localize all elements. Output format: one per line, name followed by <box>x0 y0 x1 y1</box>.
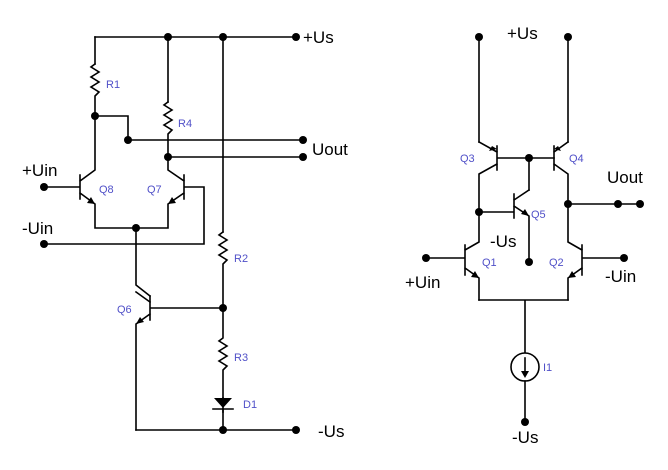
label-pos-supply: +Us <box>303 28 334 47</box>
component-label: Q6 <box>117 304 132 316</box>
q4-arrow <box>554 146 561 151</box>
junction <box>525 154 533 162</box>
q7-arrow <box>168 197 176 204</box>
resistor-r4 <box>162 100 174 158</box>
terminal-output <box>299 153 307 161</box>
junction <box>564 200 572 208</box>
component-label: R1 <box>106 79 120 91</box>
terminal-output <box>299 136 307 144</box>
label-pos-supply: +Us <box>507 24 538 43</box>
label-output: Uout <box>312 140 348 159</box>
resistor-r3 <box>217 307 229 399</box>
component-label: R2 <box>234 253 248 265</box>
junction <box>124 136 132 144</box>
junction <box>219 426 227 434</box>
q8-arrow <box>87 197 95 204</box>
resistor-r1 <box>89 62 101 117</box>
transistor-q8 <box>43 115 137 229</box>
resistor-r2 <box>217 230 229 309</box>
junction <box>164 153 172 161</box>
label-neg-supply: -Us <box>318 422 344 441</box>
current-source-arrowhead <box>521 371 529 378</box>
transistor-q4 <box>552 140 570 205</box>
transistor-q6 <box>135 295 224 431</box>
label-neg-input: -Uin <box>22 219 53 238</box>
q5-arrow <box>521 209 529 216</box>
terminal-neg-supply-mid <box>525 258 533 266</box>
transistor-q1 <box>425 211 480 301</box>
q3-arrow <box>489 146 497 151</box>
transistor-q2 <box>567 203 625 301</box>
terminal-neg-supply <box>292 426 300 434</box>
junction <box>219 33 227 41</box>
component-label: R3 <box>234 352 248 364</box>
terminal-neg-input <box>620 254 628 262</box>
terminal-pos-supply <box>475 33 483 41</box>
component-label: Q4 <box>569 153 584 165</box>
q1-arrow <box>471 271 479 278</box>
right-circuit: +Us Uout -Us +Uin -Uin -Us Q3 Q4 Q5 Q1 Q… <box>405 24 644 447</box>
component-label: D1 <box>243 399 257 411</box>
terminal-output <box>614 200 622 208</box>
wire <box>478 299 569 353</box>
left-circuit: +Us Uout +Uin -Uin -Us R1 R4 Q8 Q7 R2 Q6… <box>22 28 348 441</box>
transistor-q3 <box>477 140 555 213</box>
component-label: Q5 <box>531 209 546 221</box>
component-label: Q2 <box>549 257 564 269</box>
component-label: Q1 <box>482 257 497 269</box>
wire <box>135 227 152 298</box>
wire <box>94 115 304 141</box>
junction <box>132 224 140 232</box>
terminal-pos-input <box>422 254 430 262</box>
label-neg-supply: -Us <box>512 428 538 447</box>
junction <box>91 112 99 120</box>
terminal-neg-supply-bottom <box>521 418 529 426</box>
label-pos-input: +Uin <box>22 161 57 180</box>
terminal-neg-input <box>40 240 48 248</box>
label-neg-input: -Uin <box>605 267 636 286</box>
component-label: I1 <box>543 362 552 374</box>
transistor-q7 <box>43 156 205 245</box>
q2-arrow <box>568 271 576 278</box>
component-label: Q3 <box>460 153 475 165</box>
terminal-output <box>636 200 644 208</box>
terminal-pos-supply <box>292 33 300 41</box>
terminal-pos-input <box>40 183 48 191</box>
label-pos-input: +Uin <box>405 273 440 292</box>
terminal-pos-supply <box>564 33 572 41</box>
junction <box>475 208 483 216</box>
junction <box>164 33 172 41</box>
transistor-q5 <box>478 188 531 261</box>
component-label: R4 <box>178 118 192 130</box>
diode-d1-body <box>214 398 232 408</box>
label-output: Uout <box>607 168 643 187</box>
component-label: Q8 <box>99 184 114 196</box>
q6-arrow <box>136 317 144 324</box>
junction <box>219 304 227 312</box>
label-neg-supply: -Us <box>490 232 516 251</box>
component-label: Q7 <box>147 184 162 196</box>
transistor-q6-collector <box>134 290 152 304</box>
